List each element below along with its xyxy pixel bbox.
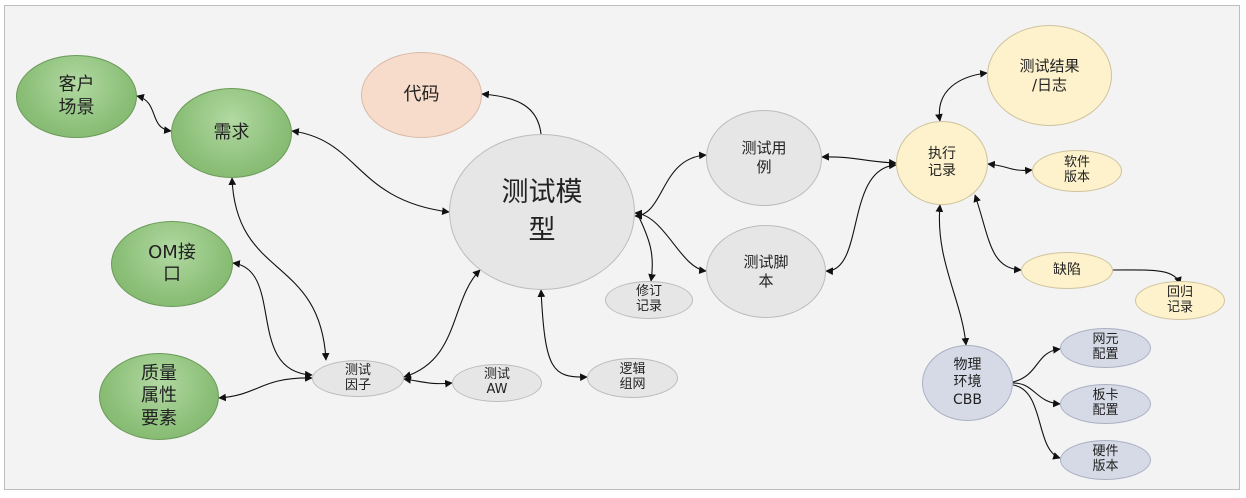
edge-test-case-execution-record [821,152,897,167]
node-om-interface: OM接 口 [111,221,233,307]
node-board-config: 板卡 配置 [1060,384,1151,424]
node-test-result-log: 测试结果 /日志 [987,25,1112,126]
edge-test-model-logic-network [537,289,588,382]
node-execution-record: 执行 记录 [896,121,988,205]
edge-test-factor-test-aw [403,376,453,388]
edge-physical-env-board-config [1012,382,1061,408]
node-test-aw: 测试 AW [452,364,542,402]
node-revision-record: 修订 记录 [605,281,693,319]
edge-execution-record-physical-env [935,204,970,346]
node-hardware-version: 硬件 版本 [1060,440,1151,480]
edge-requirement-test-factor [228,177,330,361]
node-defect: 缺陷 [1021,252,1113,289]
edge-execution-record-software-version [987,160,1033,175]
node-test-model: 测试模 型 [449,134,635,290]
edge-test-model-test-script [634,209,707,275]
edge-quality-attributes-test-factor [218,374,313,402]
edge-test-model-test-case [634,151,707,220]
edge-execution-record-defect [973,194,1022,274]
node-logic-network: 逻辑 组网 [587,358,678,398]
edge-om-interface-test-factor [232,260,313,379]
node-code: 代码 [361,52,482,138]
edge-physical-env-hardware-version [1012,384,1061,460]
node-test-script: 测试脚 本 [706,225,826,318]
edge-test-model-revision-record [637,214,656,282]
node-requirement: 需求 [171,88,292,178]
node-software-version: 软件 版本 [1032,150,1122,192]
edge-test-factor-test-model [403,269,481,379]
node-test-case: 测试用 例 [706,110,822,206]
edge-test-model-code [481,90,542,135]
node-quality-attributes: 质量 属性 要素 [99,353,219,440]
edge-requirement-test-model [291,128,450,215]
edge-customer-scene-requirement [136,94,172,134]
edge-physical-env-ne-config [1012,346,1061,383]
node-physical-env-cbb: 物理 环境 CBB [922,345,1013,421]
node-customer-scene: 客户 场景 [16,55,137,138]
node-regression-record: 回归 记录 [1135,281,1225,320]
edge-test-script-execution-record [825,161,897,276]
node-ne-config: 网元 配置 [1060,328,1151,368]
edge-execution-record-test-result-log [935,69,988,122]
node-test-factor: 测试 因子 [312,360,404,397]
